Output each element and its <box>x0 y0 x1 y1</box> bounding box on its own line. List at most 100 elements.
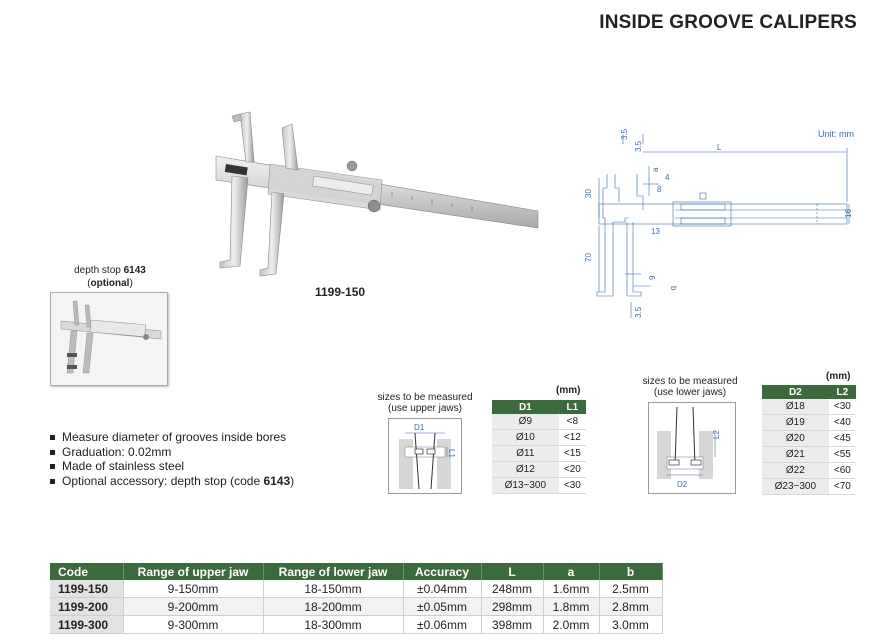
upper-sketch-l1: L1 <box>447 449 456 458</box>
spec-header-a: a <box>543 563 600 580</box>
page-title: INSIDE GROOVE CALIPERS <box>599 12 857 33</box>
table-row: Ø22<60 <box>762 462 856 479</box>
table-cell: <45 <box>828 430 856 447</box>
dim-9: 9 <box>648 275 657 280</box>
upper-size-table: D1 L1 Ø9<8 Ø10<12 Ø11<15 Ø12<20 Ø13~300<… <box>492 400 586 494</box>
dim-3-5-top: 3.5 <box>620 128 629 140</box>
table-cell: Ø23~300 <box>762 478 829 495</box>
depth-stop-code: 6143 <box>123 265 146 276</box>
table-cell: 9-300mm <box>123 615 264 634</box>
table-cell: <8 <box>558 414 586 430</box>
feature-accessory-code: 6143 <box>263 473 291 488</box>
table-row: Ø11<15 <box>492 445 586 462</box>
table-cell: ±0.04mm <box>403 580 482 598</box>
table-row: 1199-300 9-300mm 18-300mm ±0.06mm 398mm … <box>50 615 663 634</box>
table-cell: ±0.05mm <box>403 597 482 616</box>
spec-table: Code Range of upper jaw Range of lower j… <box>50 563 663 634</box>
spec-header-l: L <box>481 563 544 580</box>
dim-30: 30 <box>585 189 593 198</box>
table-row: Ø19<40 <box>762 414 856 431</box>
depth-stop-prefix: depth stop <box>74 265 124 276</box>
table-cell: Ø18 <box>762 399 829 415</box>
lower-sketch-l2: L2 <box>712 430 721 439</box>
table-row: Ø20<45 <box>762 430 856 447</box>
feature-accessory-prefix: Optional accessory: depth stop (code <box>62 473 264 488</box>
table-cell: <30 <box>558 477 586 494</box>
lower-size-table: D2 L2 Ø18<30 Ø19<40 Ø20<45 Ø21<55 Ø22<60… <box>762 385 856 495</box>
dim-4: 4 <box>665 173 670 182</box>
table-cell: 298mm <box>481 597 544 616</box>
feature-item: Optional accessory: depth stop (code 614… <box>49 474 294 489</box>
table-cell: <12 <box>558 429 586 446</box>
dim-b: b <box>669 286 678 291</box>
table-cell: ±0.06mm <box>403 615 482 634</box>
table-cell: Ø10 <box>492 429 559 446</box>
table-cell: <60 <box>828 462 856 479</box>
table-cell: 9-200mm <box>123 597 264 616</box>
upper-sketch-d1: D1 <box>414 423 425 432</box>
table-cell: 2.0mm <box>543 615 600 634</box>
table-cell: Ø12 <box>492 461 559 478</box>
table-cell: 18-200mm <box>263 597 404 616</box>
table-cell: 1.6mm <box>543 580 600 598</box>
dimension-drawing: L 30 70 16 3.5 3.5 3.5 a 4 8 13 9 b <box>585 128 853 318</box>
table-cell: <15 <box>558 445 586 462</box>
drawing-unit: Unit: mm <box>818 129 854 139</box>
table-cell: 18-300mm <box>263 615 404 634</box>
table-row: Ø12<20 <box>492 461 586 478</box>
table-cell: 2.8mm <box>599 597 663 616</box>
table-cell: 18-150mm <box>263 580 404 598</box>
lower-caption-line2: (use lower jaws) <box>653 387 727 398</box>
feature-item: Measure diameter of grooves inside bores <box>49 430 294 445</box>
table-row: 1199-150 9-150mm 18-150mm ±0.04mm 248mm … <box>50 580 663 598</box>
table-cell: <55 <box>828 446 856 463</box>
dim-16: 16 <box>844 209 853 218</box>
upper-jaw-sketch: D1 L1 <box>388 418 462 494</box>
dim-a: a <box>651 167 660 172</box>
table-cell: Ø9 <box>492 414 559 430</box>
table-row: Ø13~300<30 <box>492 477 586 494</box>
feature-item: Graduation: 0.02mm <box>49 445 294 460</box>
table-cell: Ø11 <box>492 445 559 462</box>
table-cell: 1199-300 <box>50 615 124 634</box>
lower-header-l2: L2 <box>828 385 856 399</box>
feature-accessory-suffix: ) <box>290 473 295 488</box>
upper-header-d1: D1 <box>492 400 559 414</box>
table-cell: 248mm <box>481 580 544 598</box>
spec-header-upper: Range of upper jaw <box>123 563 264 580</box>
lower-table-unit: (mm) <box>826 371 851 382</box>
table-row: Ø18<30 <box>762 399 856 415</box>
dim-3-5-mid: 3.5 <box>634 140 643 152</box>
depth-stop-caliper-image <box>60 300 162 374</box>
table-row: Ø10<12 <box>492 429 586 446</box>
table-cell: Ø13~300 <box>492 477 559 494</box>
dim-13: 13 <box>651 227 660 236</box>
depth-stop-caption: depth stop 6143(optional) <box>74 265 146 289</box>
feature-list: Measure diameter of grooves inside bores… <box>49 430 294 488</box>
table-cell: 3.0mm <box>599 615 663 634</box>
upper-header-l1: L1 <box>558 400 586 414</box>
dim-70: 70 <box>585 253 593 262</box>
spec-header-code: Code <box>50 563 124 580</box>
table-cell: 9-150mm <box>123 580 264 598</box>
table-row: 1199-200 9-200mm 18-200mm ±0.05mm 298mm … <box>50 597 663 616</box>
table-cell: Ø19 <box>762 414 829 431</box>
table-row: Ø9<8 <box>492 414 586 430</box>
upper-caption-line2: (use upper jaws) <box>388 403 462 414</box>
spec-header-accuracy: Accuracy <box>403 563 482 580</box>
feature-item: Made of stainless steel <box>49 459 294 474</box>
table-cell: 2.5mm <box>599 580 663 598</box>
table-cell: Ø20 <box>762 430 829 447</box>
dim-l: L <box>717 143 722 152</box>
lower-sketch-d2: D2 <box>677 480 688 489</box>
depth-stop-photo <box>50 292 168 386</box>
table-cell: <40 <box>828 414 856 431</box>
lower-caption: sizes to be measured (use lower jaws) <box>634 376 746 398</box>
table-cell: <30 <box>828 399 856 415</box>
spec-header-lower: Range of lower jaw <box>263 563 404 580</box>
table-cell: 1199-200 <box>50 597 124 616</box>
dim-8: 8 <box>657 185 662 194</box>
table-cell: Ø21 <box>762 446 829 463</box>
upper-caption: sizes to be measured (use upper jaws) <box>370 392 480 414</box>
lower-caption-line1: sizes to be measured <box>642 376 738 387</box>
